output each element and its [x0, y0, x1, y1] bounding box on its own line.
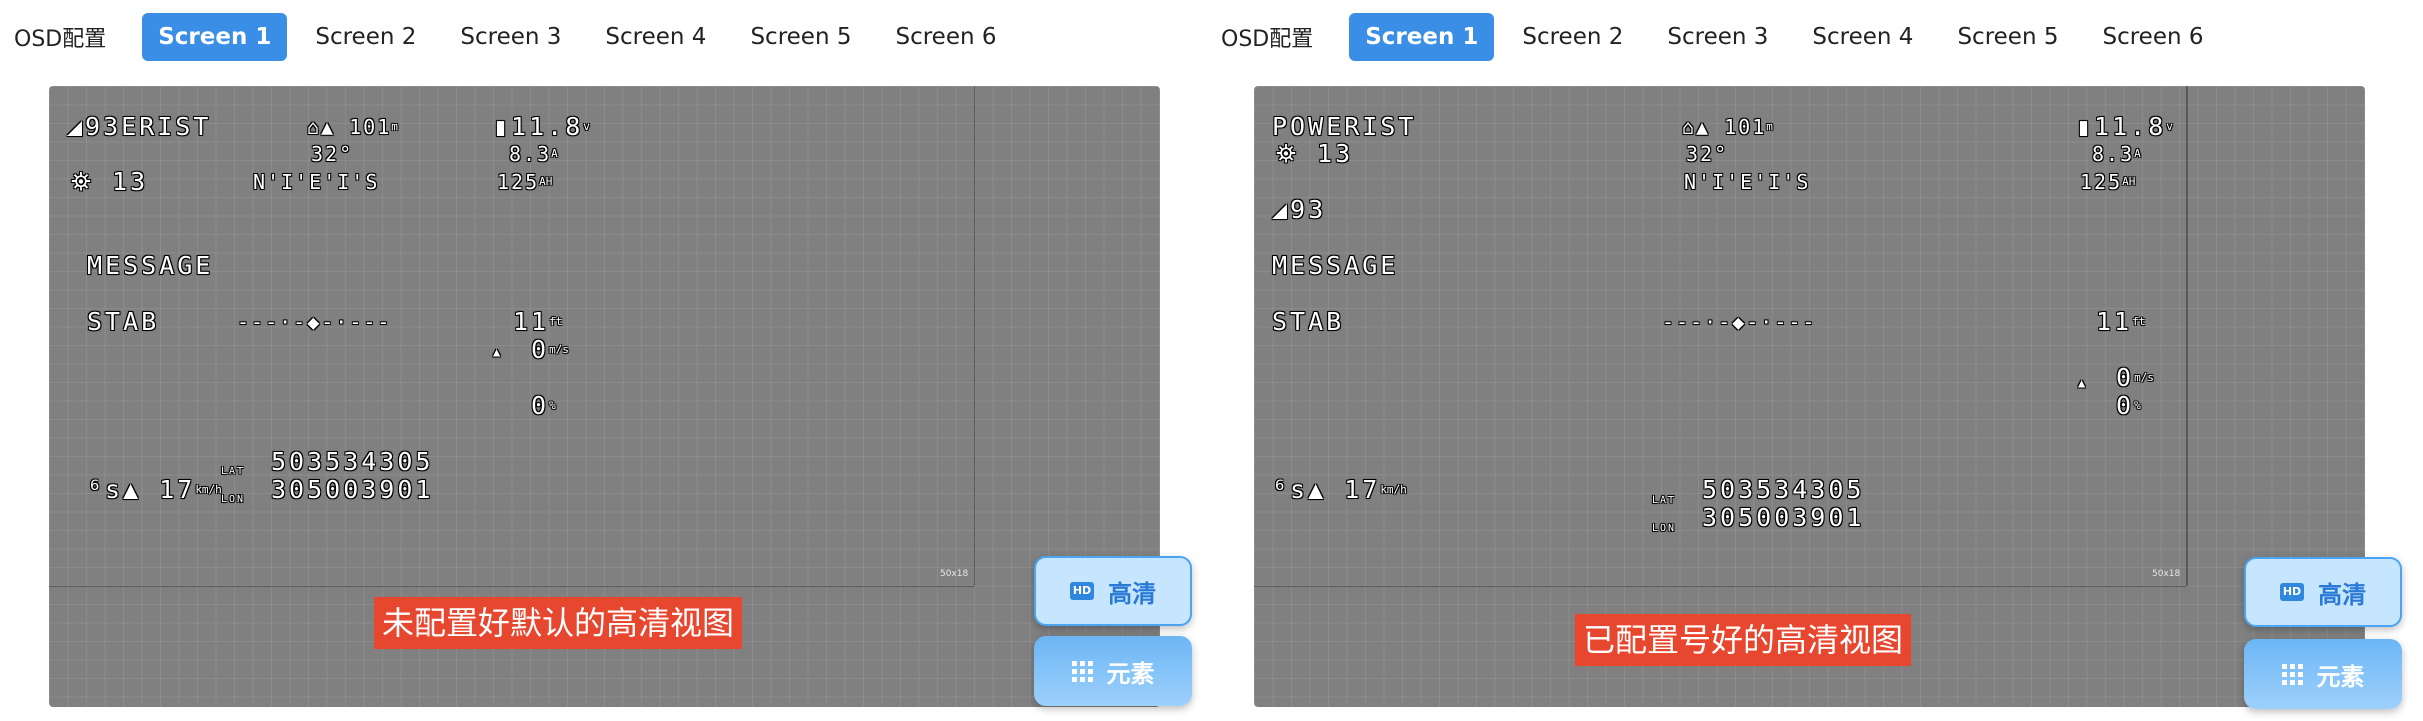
hd-button[interactable]: HD 高清	[1034, 556, 1192, 626]
hd-button-label: 高清	[2318, 580, 2367, 609]
osd-config-title: OSD配置	[1221, 27, 1314, 52]
grid-icon	[1071, 660, 1093, 682]
osd-battery-voltage[interactable]: ▮11.8v	[2076, 112, 2173, 141]
osd-message[interactable]: MESSAGE	[87, 251, 214, 280]
tab-screen-4[interactable]: Screen 4	[605, 24, 707, 50]
osd-artificial-horizon[interactable]: ---·-◆-·---	[1662, 310, 1817, 334]
resolution-label: 50x18	[940, 569, 969, 579]
osd-latitude[interactable]: 503534305	[1702, 475, 1865, 504]
sd-boundary-vertical	[974, 86, 975, 586]
osd-gps-sats[interactable]: ⛯ 13	[1276, 139, 1354, 168]
elements-button-label: 元素	[1106, 659, 1155, 688]
osd-throttle[interactable]: 0%	[531, 391, 556, 420]
osd-config-panel-left: OSD配置 Screen 1 Screen 2 Screen 3 Screen …	[0, 0, 1210, 721]
osd-home-direction[interactable]: 32°	[1686, 142, 1729, 166]
osd-latitude[interactable]: 503534305	[271, 447, 434, 476]
osd-config-title: OSD配置	[14, 27, 107, 52]
elements-button[interactable]: 元素	[1034, 636, 1192, 706]
caption-configured-hd-view: 已配置号好的高清视图	[1575, 614, 1912, 666]
screen-tabbar: OSD配置 Screen 1 Screen 2 Screen 3 Screen …	[1207, 12, 2232, 62]
osd-preview-canvas[interactable]: 50x18 POWERIST ⌂▲ 101m 32° ▮11.8v 8.3A 1…	[1254, 86, 2365, 707]
tab-screen-1[interactable]: Screen 1	[142, 13, 288, 61]
osd-current[interactable]: 8.3A	[2092, 142, 2141, 166]
osd-current[interactable]: 8.3A	[509, 142, 558, 166]
osd-vario[interactable]: 0m/s	[2116, 363, 2154, 392]
osd-altitude[interactable]: 11ft	[513, 307, 563, 336]
osd-compass-bar[interactable]: N'I'E'I'S	[1684, 170, 1811, 194]
osd-craft-name[interactable]: ◢93ERIST	[67, 112, 212, 141]
sd-boundary-vertical	[2186, 86, 2188, 586]
elements-button-label: 元素	[2316, 662, 2365, 691]
osd-throttle[interactable]: 0%	[2116, 391, 2141, 420]
osd-vario[interactable]: 0m/s	[531, 335, 569, 364]
osd-lon-label: LON	[221, 494, 246, 505]
grid-icon	[2281, 663, 2303, 685]
tab-screen-3[interactable]: Screen 3	[460, 24, 562, 50]
osd-lat-label: LAT	[221, 466, 246, 477]
osd-gps-sats[interactable]: ⛯ 13	[71, 167, 149, 196]
osd-home-distance[interactable]: ⌂▲ 101m	[1682, 115, 1773, 139]
osd-gps-speed[interactable]: ⁶s▲ 17km/h	[1272, 475, 1407, 504]
hd-button[interactable]: HD 高清	[2244, 557, 2402, 627]
tab-screen-1[interactable]: Screen 1	[1349, 13, 1495, 61]
osd-lon-label: LON	[1652, 523, 1677, 534]
tab-screen-6[interactable]: Screen 6	[2102, 24, 2204, 50]
hd-icon: HD	[1069, 582, 1095, 600]
osd-mah-drawn[interactable]: 125AH	[497, 170, 553, 194]
osd-artificial-horizon[interactable]: ---·-◆-·---	[237, 310, 392, 334]
osd-vario-arrow[interactable]: ▲	[493, 345, 503, 359]
osd-craft-name[interactable]: POWERIST	[1272, 112, 1417, 141]
hd-button-label: 高清	[1108, 579, 1157, 608]
tab-screen-5[interactable]: Screen 5	[750, 24, 852, 50]
osd-gps-speed[interactable]: ⁶s▲ 17km/h	[87, 475, 222, 504]
elements-button[interactable]: 元素	[2244, 639, 2402, 709]
tab-screen-6[interactable]: Screen 6	[895, 24, 997, 50]
osd-rssi[interactable]: ◢93	[1272, 195, 1327, 224]
screen-tabbar: OSD配置 Screen 1 Screen 2 Screen 3 Screen …	[0, 12, 1025, 62]
osd-mah-drawn[interactable]: 125AH	[2080, 170, 2136, 194]
osd-longitude[interactable]: 305003901	[271, 475, 434, 504]
tab-screen-2[interactable]: Screen 2	[1522, 24, 1624, 50]
caption-default-hd-view: 未配置好默认的高清视图	[374, 597, 743, 649]
osd-flight-mode[interactable]: STAB	[87, 307, 160, 336]
osd-message[interactable]: MESSAGE	[1272, 251, 1399, 280]
sd-boundary-horizontal	[49, 586, 974, 587]
osd-longitude[interactable]: 305003901	[1702, 503, 1865, 532]
osd-compass-bar[interactable]: N'I'E'I'S	[253, 170, 380, 194]
osd-home-direction[interactable]: 32°	[311, 142, 354, 166]
tab-screen-2[interactable]: Screen 2	[315, 24, 417, 50]
osd-altitude[interactable]: 11ft	[2096, 307, 2146, 336]
osd-preview-canvas[interactable]: 50x18 ◢93ERIST ⌂▲ 101m 32° ▮11.8v 8.3A 1…	[49, 86, 1160, 707]
hd-icon: HD	[2279, 583, 2305, 601]
tab-screen-5[interactable]: Screen 5	[1957, 24, 2059, 50]
osd-lat-label: LAT	[1652, 495, 1677, 506]
sd-boundary-horizontal	[1254, 586, 2186, 587]
osd-flight-mode[interactable]: STAB	[1272, 307, 1345, 336]
resolution-label: 50x18	[2152, 569, 2181, 579]
osd-battery-voltage[interactable]: ▮11.8v	[493, 112, 590, 141]
osd-vario-arrow[interactable]: ▲	[2078, 376, 2088, 390]
osd-config-panel-right: OSD配置 Screen 1 Screen 2 Screen 3 Screen …	[1207, 0, 2423, 721]
tab-screen-4[interactable]: Screen 4	[1812, 24, 1914, 50]
tab-screen-3[interactable]: Screen 3	[1667, 24, 1769, 50]
osd-home-distance[interactable]: ⌂▲ 101m	[307, 115, 398, 139]
